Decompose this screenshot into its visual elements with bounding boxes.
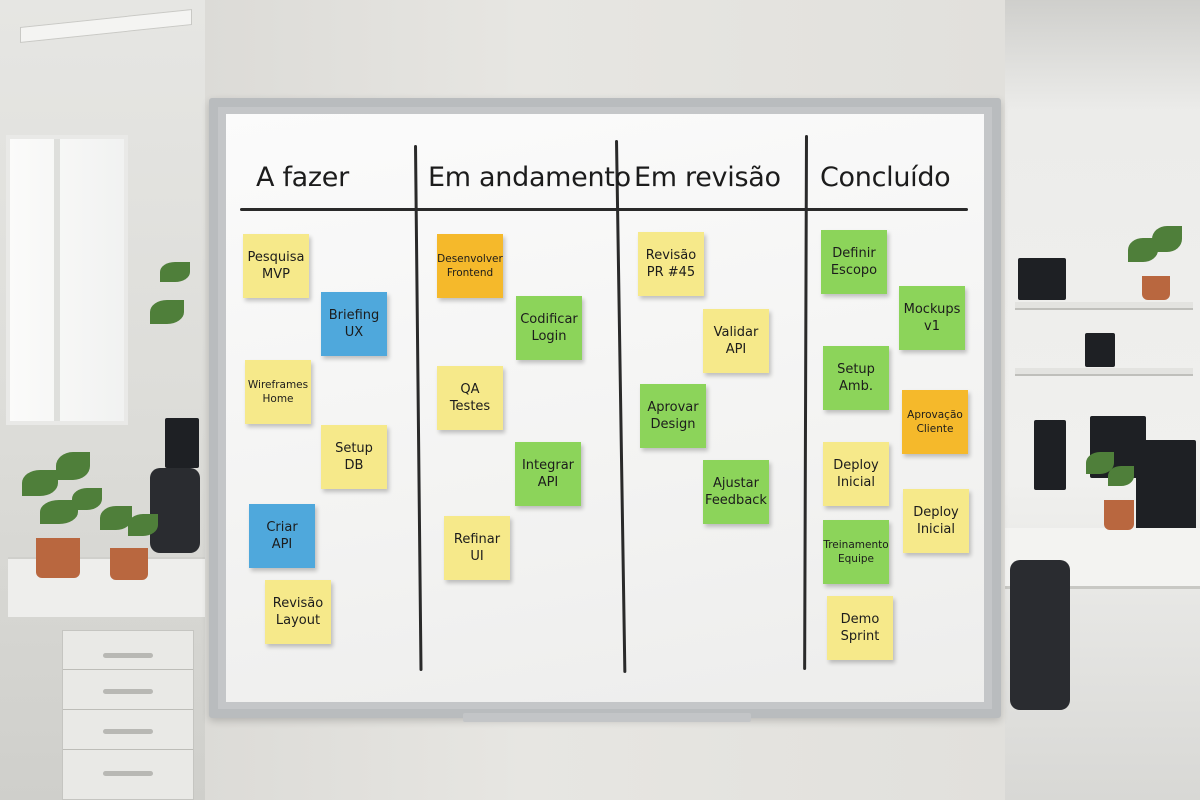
sticky-note[interactable]: Codificar Login xyxy=(516,296,582,360)
monitor xyxy=(1136,440,1196,530)
marker-tray xyxy=(463,713,751,722)
sticky-note[interactable]: Wireframes Home xyxy=(245,360,311,424)
sticky-note[interactable]: Revisão PR #45 xyxy=(638,232,704,296)
sticky-note[interactable]: Refinar UI xyxy=(444,516,510,580)
sticky-note[interactable]: Deploy Inicial xyxy=(903,489,969,553)
office-chair xyxy=(1010,560,1070,710)
column-title-em-andamento: Em andamento xyxy=(428,162,631,193)
sticky-note[interactable]: Treinamento Equipe xyxy=(823,520,889,584)
column-title-em-revisao: Em revisão xyxy=(634,162,781,193)
sticky-note[interactable]: Briefing UX xyxy=(321,292,387,356)
plant-pot xyxy=(1142,276,1170,300)
wall-shelf xyxy=(1015,368,1193,376)
sticky-note[interactable]: Deploy Inicial xyxy=(823,442,889,506)
sticky-note[interactable]: Ajustar Feedback xyxy=(703,460,769,524)
column-title-concluido: Concluído xyxy=(820,162,951,193)
plant-pot xyxy=(1104,500,1134,530)
speaker xyxy=(1018,258,1066,300)
sticky-note[interactable]: Desenvolver Frontend xyxy=(437,234,503,298)
sticky-note[interactable]: Definir Escopo xyxy=(821,230,887,294)
plant-pot xyxy=(36,538,80,578)
picture-frame xyxy=(1085,333,1115,367)
sticky-note[interactable]: Setup Amb. xyxy=(823,346,889,410)
sticky-note[interactable]: Aprovação Cliente xyxy=(902,390,968,454)
sticky-note[interactable]: Setup DB xyxy=(321,425,387,489)
monitor xyxy=(1034,420,1066,490)
monitor xyxy=(165,418,199,468)
plant-pot xyxy=(110,548,148,580)
sticky-note[interactable]: Demo Sprint xyxy=(827,596,893,660)
header-divider xyxy=(240,208,968,211)
sticky-note[interactable]: Integrar API xyxy=(515,442,581,506)
sticky-note[interactable]: QA Testes xyxy=(437,366,503,430)
sticky-note[interactable]: Criar API xyxy=(249,504,315,568)
sticky-note[interactable]: Aprovar Design xyxy=(640,384,706,448)
sticky-note[interactable]: Revisão Layout xyxy=(265,580,331,644)
wall-shelf xyxy=(1015,302,1193,310)
column-title-a-fazer: A fazer xyxy=(256,162,349,193)
filing-cabinet xyxy=(62,630,194,800)
ceiling-light xyxy=(20,8,192,44)
sticky-note[interactable]: Mockups v1 xyxy=(899,286,965,350)
office-background-left xyxy=(0,0,205,800)
office-chair xyxy=(150,468,200,553)
sticky-note[interactable]: Pesquisa MVP xyxy=(243,234,309,298)
sticky-note[interactable]: Validar API xyxy=(703,309,769,373)
office-window xyxy=(6,135,128,425)
